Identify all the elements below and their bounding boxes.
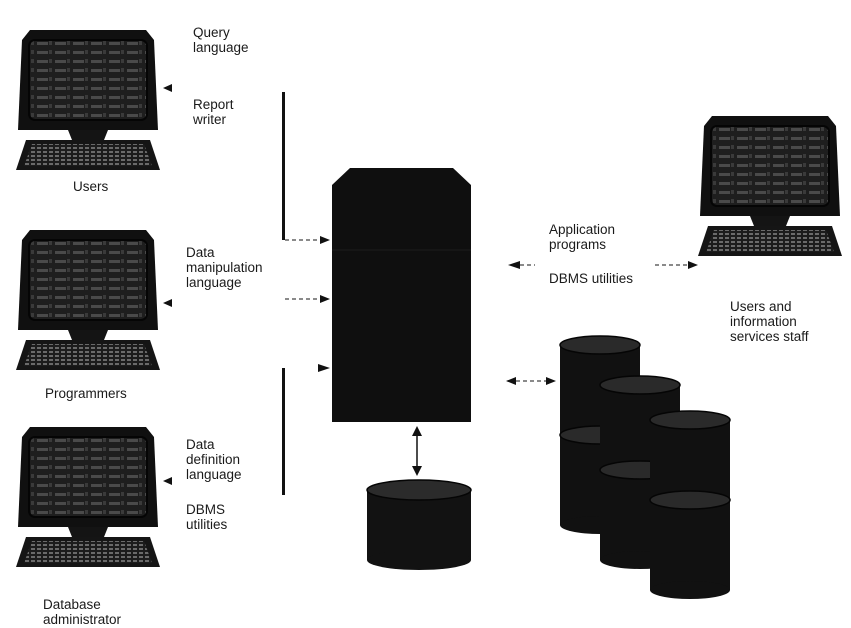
dba-tool-arrow bbox=[163, 477, 172, 485]
users-terminal bbox=[16, 30, 160, 170]
dba-dbms-utilities-label: DBMS utilities bbox=[186, 502, 227, 532]
arrowhead bbox=[546, 377, 556, 385]
application-programs-label: Application programs bbox=[549, 222, 615, 252]
programmers-terminal bbox=[16, 230, 160, 370]
query-language-label: Query language bbox=[193, 25, 249, 55]
database-cylinder bbox=[650, 491, 730, 599]
staff-terminal bbox=[698, 116, 842, 256]
dictionary-disk-bottom bbox=[367, 550, 471, 570]
staff-dbms-utilities-label: DBMS utilities bbox=[549, 271, 633, 286]
arrowhead bbox=[412, 466, 422, 476]
arrowhead bbox=[412, 426, 422, 436]
users-connector-bar bbox=[282, 92, 285, 240]
data-definition-language-label: Data definition language bbox=[186, 437, 242, 482]
arrowhead bbox=[508, 261, 520, 269]
data-manipulation-language-label: Data manipulation language bbox=[186, 245, 263, 290]
arrowhead bbox=[318, 364, 330, 372]
report-writer-label: Report writer bbox=[193, 97, 234, 127]
dbms-host-computer bbox=[332, 168, 471, 422]
users-tool-arrow bbox=[163, 84, 172, 92]
dba-connector-bar bbox=[282, 368, 285, 495]
staff-caption: Users and information services staff bbox=[730, 299, 809, 344]
arrowhead bbox=[506, 377, 516, 385]
arrowhead bbox=[688, 261, 698, 269]
users-caption: Users bbox=[73, 179, 108, 194]
arrowhead bbox=[320, 295, 330, 303]
dictionary-disk-top bbox=[367, 480, 471, 500]
programmers-tool-arrow bbox=[163, 299, 172, 307]
dba-caption: Database administrator bbox=[43, 597, 121, 627]
programmers-caption: Programmers bbox=[45, 386, 127, 401]
arrowhead bbox=[320, 236, 330, 244]
dba-terminal bbox=[16, 427, 160, 567]
